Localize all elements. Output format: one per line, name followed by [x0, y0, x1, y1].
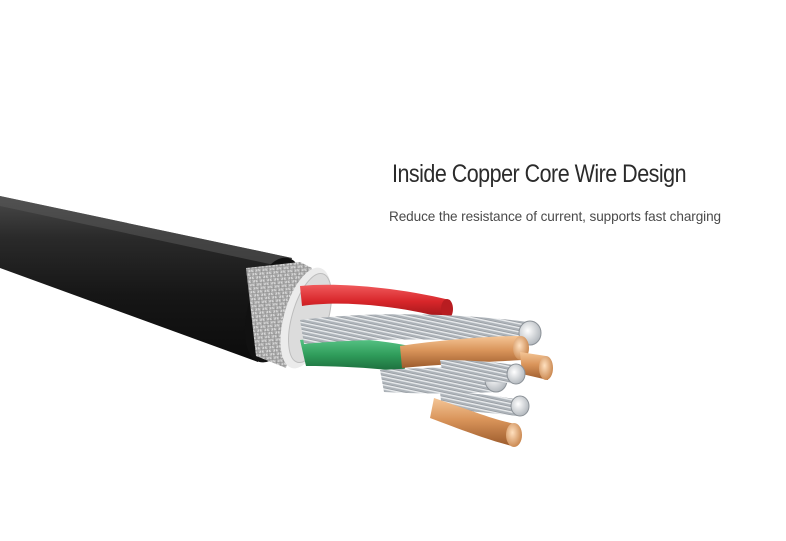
green-wire: [300, 338, 410, 372]
steel-strand-lower: [380, 360, 530, 417]
red-wire: [300, 284, 453, 319]
copper-conductor-lower: [430, 398, 522, 447]
subheadline: Reduce the resistance of current, suppor…: [389, 208, 721, 224]
copper-conductor-right: [520, 352, 553, 380]
headline: Inside Copper Core Wire Design: [392, 160, 687, 188]
